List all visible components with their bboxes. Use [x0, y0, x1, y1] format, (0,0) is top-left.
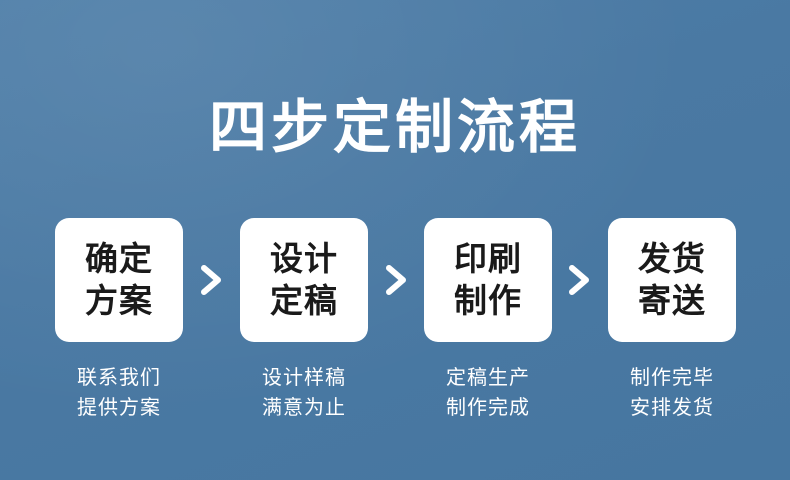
step-2-line-1: 设计 [270, 239, 338, 278]
step-1-desc-line-1: 联系我们 [77, 365, 161, 389]
step-3-line-2: 制作 [454, 281, 522, 320]
step-2-line-2: 定稿 [270, 281, 338, 320]
step-4-desc-line-2: 安排发货 [630, 395, 714, 419]
step-1-line-2: 方案 [85, 281, 153, 320]
chevron-right-icon [569, 265, 589, 295]
step-4-desc-line-1: 制作完毕 [630, 365, 714, 389]
step-3-line-1: 印刷 [454, 239, 522, 278]
step-card-3: 印刷 制作 [424, 218, 552, 342]
step-4-line-1: 发货 [638, 239, 706, 278]
step-card-1: 确定 方案 [55, 218, 183, 342]
step-1-line-1: 确定 [85, 239, 153, 278]
step-4-line-2: 寄送 [638, 281, 706, 320]
step-card-2: 设计 定稿 [240, 218, 368, 342]
chevron-right-icon [201, 265, 221, 295]
step-1-desc-line-2: 提供方案 [77, 395, 161, 419]
step-4-description: 制作完毕 安排发货 [608, 362, 736, 422]
step-2-desc-line-1: 设计样稿 [262, 365, 346, 389]
step-3-desc-line-1: 定稿生产 [446, 365, 530, 389]
step-3-description: 定稿生产 制作完成 [424, 362, 552, 422]
step-card-4: 发货 寄送 [608, 218, 736, 342]
page-title: 四步定制流程 [208, 93, 581, 161]
step-1-description: 联系我们 提供方案 [55, 362, 183, 422]
step-3-desc-line-2: 制作完成 [446, 395, 530, 419]
chevron-right-icon [386, 265, 406, 295]
step-2-desc-line-2: 满意为止 [262, 395, 346, 419]
step-2-description: 设计样稿 满意为止 [240, 362, 368, 422]
